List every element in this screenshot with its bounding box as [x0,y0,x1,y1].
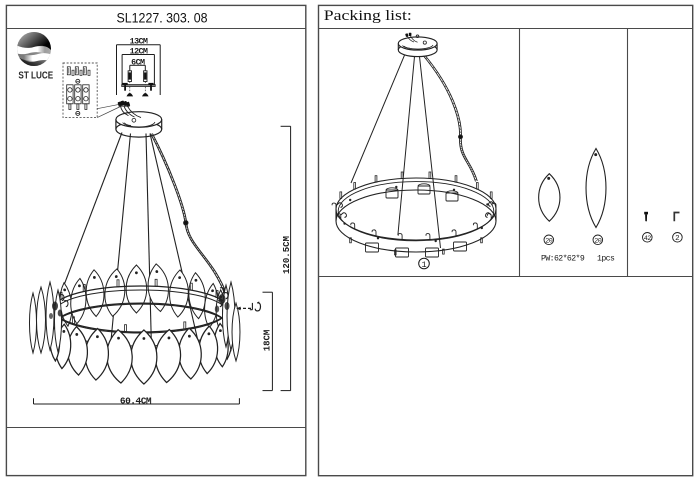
svg-text:20: 20 [545,237,553,245]
svg-text:20: 20 [594,237,602,245]
svg-text:13CM: 13CM [130,37,148,47]
svg-text:PW:62*62*9: PW:62*62*9 [541,254,585,264]
svg-text:SL1227. 303. 08: SL1227. 303. 08 [117,11,208,26]
svg-text:ST LUCE: ST LUCE [18,70,53,81]
svg-text:120.5CM: 120.5CM [281,236,292,274]
svg-text:6CM: 6CM [131,57,145,67]
svg-text:42: 42 [644,235,652,243]
svg-text:1pcs: 1pcs [597,255,615,264]
svg-text:2: 2 [675,235,680,243]
svg-text:12CM: 12CM [130,46,148,56]
svg-text:18CM: 18CM [261,329,272,351]
svg-text:60.4CM: 60.4CM [120,396,152,407]
svg-text:Packing list:: Packing list: [324,8,412,24]
svg-text:1: 1 [421,260,426,270]
